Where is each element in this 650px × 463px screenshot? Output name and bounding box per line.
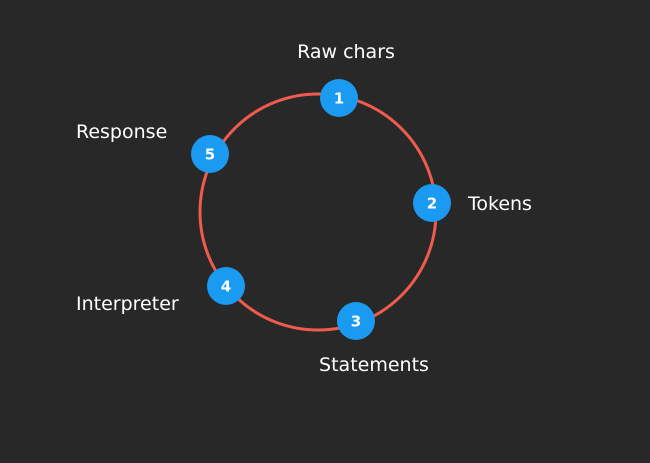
stage-label-tokens: Tokens <box>467 193 532 215</box>
stage-label-statements: Statements <box>319 354 429 376</box>
stage-number-5: 5 <box>205 146 215 164</box>
stage-number-1: 1 <box>334 90 344 108</box>
stage-label-raw-chars: Raw chars <box>297 41 395 63</box>
stage-number-4: 4 <box>221 278 231 296</box>
stage-raw-chars: 1 Raw chars <box>297 41 395 117</box>
stage-response: 5 Response <box>76 121 229 173</box>
stage-statements: 3 Statements <box>319 302 429 376</box>
stage-tokens: 2 Tokens <box>413 184 532 222</box>
stage-interpreter: 4 Interpreter <box>76 267 245 315</box>
stage-number-2: 2 <box>427 195 437 213</box>
stage-label-interpreter: Interpreter <box>76 293 179 315</box>
stage-label-response: Response <box>76 121 167 143</box>
stage-badge-5 <box>191 135 229 173</box>
stage-badge-1 <box>320 79 358 117</box>
stage-badge-2 <box>413 184 451 222</box>
stage-badge-3 <box>337 302 375 340</box>
stage-number-3: 3 <box>351 313 361 331</box>
stage-badge-4 <box>207 267 245 305</box>
